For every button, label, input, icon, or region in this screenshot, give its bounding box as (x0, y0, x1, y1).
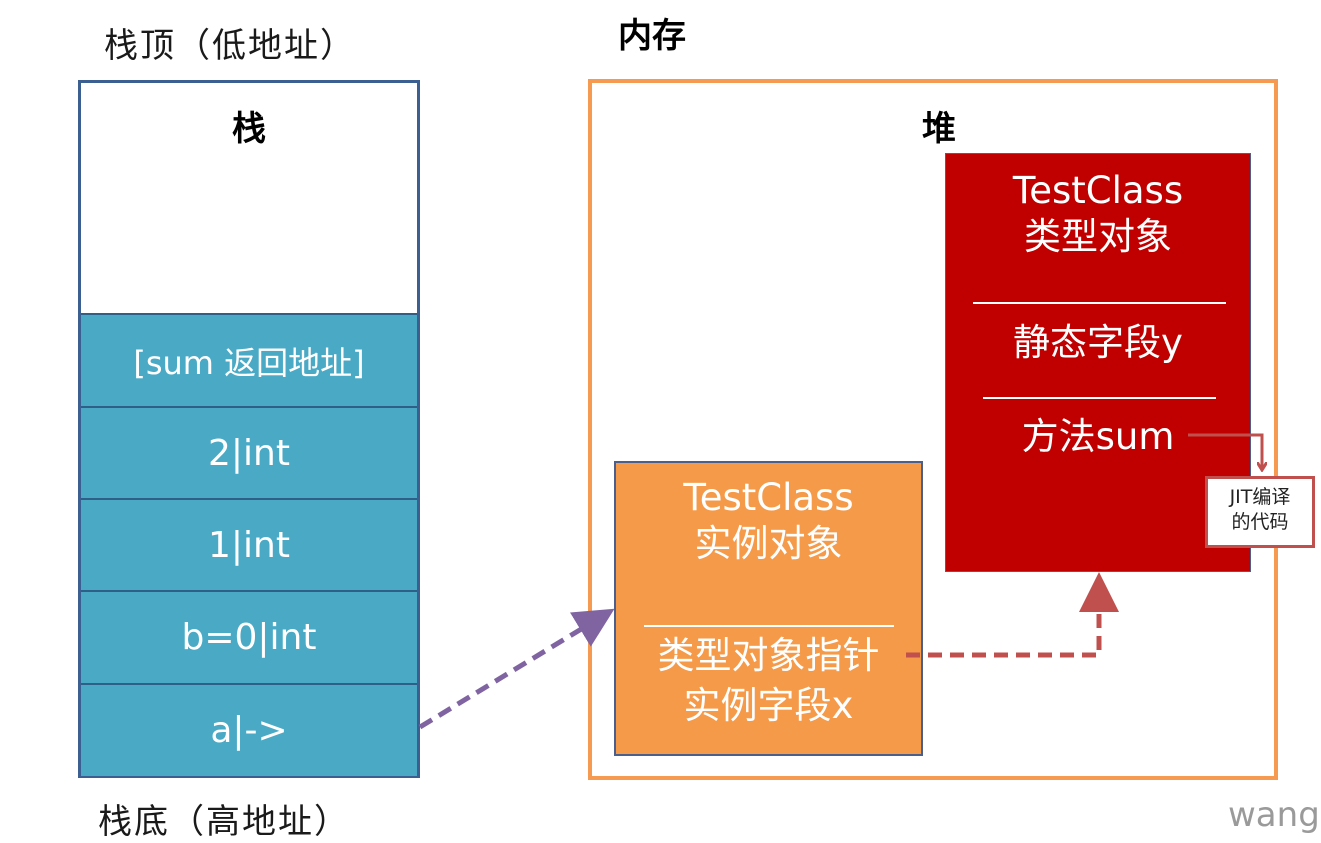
type-object-divider (973, 302, 1226, 304)
instance-field-x: 实例字段x (683, 684, 854, 727)
stack-cell-arg-1: 1|int (81, 498, 417, 591)
instance-object-label: 实例对象 (694, 522, 843, 565)
type-object-pointer: 类型对象指针 (657, 634, 880, 677)
stack-cell-local-a: a|-> (81, 683, 417, 776)
instance-object-box: TestClass 实例对象 类型对象指针 实例字段x (614, 461, 923, 756)
type-object-label: 类型对象 (1024, 215, 1172, 258)
jit-label-line1: JIT编译 (1229, 486, 1291, 508)
instance-object-class-name: TestClass (683, 476, 854, 519)
stack-top-label: 栈顶（低地址） (104, 26, 356, 66)
stack-cell-local-b: b=0|int (81, 590, 417, 683)
memory-title: 内存 (618, 16, 686, 56)
method-sum: 方法sum (1021, 415, 1175, 458)
heap-title: 堆 (922, 109, 956, 149)
watermark: wang (1228, 795, 1320, 835)
jit-compiled-code-box: JIT编译 的代码 (1205, 476, 1315, 548)
instance-object-divider (644, 625, 894, 627)
stack-frame: 栈 [sum 返回地址] 2|int 1|int b=0|int a|-> (78, 80, 420, 778)
type-object-class-name: TestClass (1012, 169, 1184, 212)
static-field-y: 静态字段y (1013, 321, 1183, 364)
stack-bottom-label: 栈底（高地址） (98, 802, 350, 842)
arrow-stack-a-to-instance (418, 608, 615, 730)
type-object-divider (983, 397, 1216, 399)
type-object-box: TestClass 类型对象 静态字段y 方法sum (945, 153, 1251, 572)
stack-title: 栈 (232, 109, 266, 149)
stack-cell-return-address: [sum 返回地址] (81, 313, 417, 406)
stack-cell-arg-2: 2|int (81, 406, 417, 499)
jit-label-line2: 的代码 (1231, 511, 1289, 533)
